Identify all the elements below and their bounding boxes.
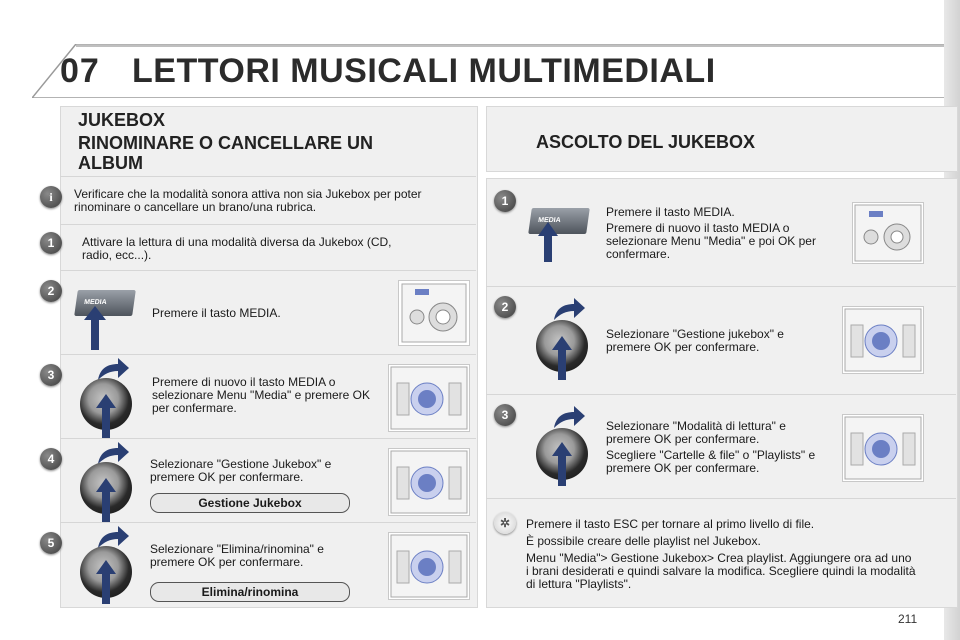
tip-icon: ✲	[494, 512, 516, 534]
right-tips	[486, 498, 956, 607]
rotate-arrow-icon	[554, 406, 585, 428]
arrow-up-icon	[552, 442, 572, 486]
arrow-up-icon	[538, 222, 558, 262]
left-panel	[60, 106, 478, 608]
page-title: LETTORI MUSICALI MULTIMEDIALI	[132, 52, 716, 90]
radio-thumbnail	[388, 532, 470, 600]
radio-thumbnail	[842, 414, 924, 482]
left-step-5	[60, 522, 476, 607]
chapter-number: 07	[60, 52, 100, 90]
radio-thumbnail	[398, 280, 470, 346]
arrow-up-icon	[96, 478, 116, 522]
radio-thumbnail	[388, 448, 470, 516]
step-text: Premere di nuovo il tasto MEDIA o selezi…	[152, 375, 370, 415]
rotate-arrow-icon	[98, 358, 129, 380]
step-number: 2	[40, 280, 62, 302]
page-number: 211	[898, 612, 918, 626]
radio-thumbnail	[852, 202, 924, 264]
rotate-arrow-icon	[554, 298, 585, 320]
step-number: 2	[494, 296, 516, 318]
menu-option-elimina-rinomina: Elimina/rinomina	[150, 582, 350, 602]
tip-text: È possibile creare delle playlist nel Ju…	[526, 534, 761, 548]
step-number: 4	[40, 448, 62, 470]
header-banner	[32, 44, 958, 98]
info-icon: i	[40, 186, 62, 208]
radio-thumbnail	[388, 364, 470, 432]
step-text: Scegliere "Cartelle & file" o "Playlists…	[606, 448, 816, 475]
right-step-3	[486, 394, 956, 499]
step-text: Premere il tasto MEDIA.	[606, 205, 735, 219]
arrow-up-icon	[84, 306, 106, 350]
listen-jukebox-heading: ASCOLTO DEL JUKEBOX	[536, 132, 756, 152]
tip-text: Menu "Media"> Gestione Jukebox> Crea pla…	[526, 551, 916, 591]
left-step-3	[60, 354, 476, 439]
step-text: Premere il tasto MEDIA.	[152, 306, 281, 320]
right-panel-header	[486, 106, 958, 172]
rename-album-heading: RINOMINARE O CANCELLARE UN ALBUM	[78, 133, 373, 173]
jukebox-heading: JUKEBOX	[78, 110, 166, 130]
menu-option-gestione-jukebox: Gestione Jukebox	[150, 493, 350, 513]
left-step-1	[60, 224, 476, 271]
step-text: Selezionare "Modalità di lettura" e prem…	[606, 419, 786, 446]
arrow-up-icon	[96, 560, 116, 604]
step-number: 3	[494, 404, 516, 426]
step-number: 1	[40, 232, 62, 254]
step-text: Premere di nuovo il tasto MEDIA o selezi…	[606, 221, 816, 261]
left-step-4	[60, 438, 476, 523]
step-text: Selezionare "Elimina/rinomina" e premere…	[150, 542, 324, 569]
step-text: Selezionare "Gestione Jukebox" e premere…	[150, 457, 332, 484]
step-text: Selezionare "Gestione jukebox" e premere…	[606, 327, 784, 354]
arrow-up-icon	[552, 336, 572, 380]
step-text: Attivare la lettura di una modalità dive…	[82, 235, 392, 262]
tip-text: Premere il tasto ESC per tornare al prim…	[526, 517, 815, 531]
left-step-2	[60, 270, 476, 355]
info-text: Verificare che la modalità sonora attiva…	[74, 187, 422, 214]
step-number: 5	[40, 532, 62, 554]
left-info-row	[60, 176, 476, 225]
radio-thumbnail	[842, 306, 924, 374]
step-number: 1	[494, 190, 516, 212]
right-step-2	[486, 286, 956, 395]
arrow-up-icon	[96, 394, 116, 438]
step-number: 3	[40, 364, 62, 386]
rotate-arrow-icon	[98, 526, 129, 548]
rotate-arrow-icon	[98, 442, 129, 464]
